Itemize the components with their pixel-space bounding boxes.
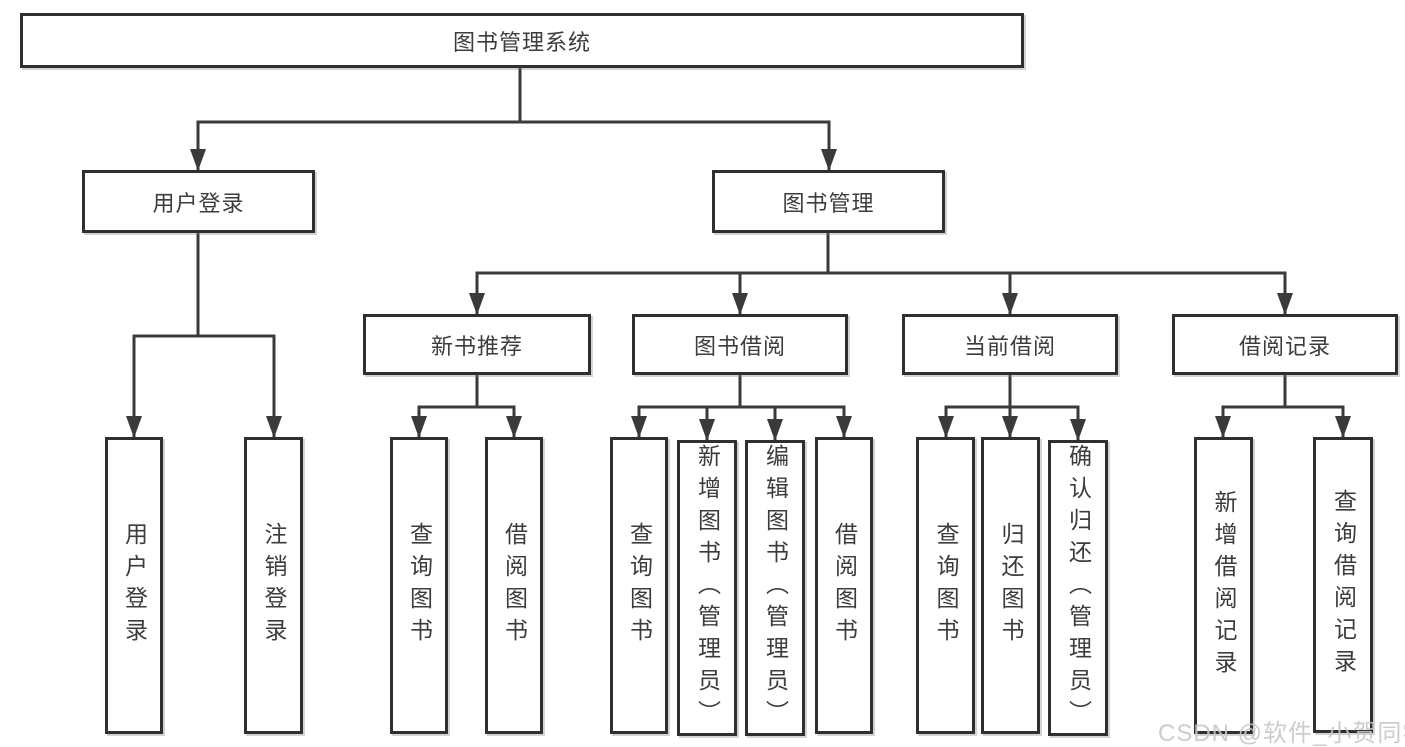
node-book-management: 图书管理	[712, 170, 945, 233]
node-current-borrow: 当前借阅	[902, 314, 1118, 375]
leaf-borrow-query-books: 查询图书	[610, 437, 668, 734]
leaf-recommend-query-books: 查询图书	[390, 437, 448, 734]
node-label: 注销登录	[261, 521, 287, 650]
node-label: 新增图书（管理员）	[694, 444, 721, 732]
node-label: 用户登录	[152, 190, 245, 216]
leaf-add-borrow-record: 新增借阅记录	[1194, 437, 1253, 734]
leaf-return-books: 归还图书	[981, 437, 1040, 734]
node-label: 查询图书	[626, 521, 653, 650]
node-label: 查询图书	[406, 521, 433, 650]
node-label: 新书推荐	[430, 333, 523, 359]
leaf-confirm-return-admin: 确认归还（管理员）	[1048, 440, 1108, 736]
leaf-logout: 注销登录	[244, 437, 303, 734]
node-label: 图书管理系统	[452, 29, 591, 55]
leaf-recommend-borrow-books: 借阅图书	[485, 437, 543, 734]
node-label: 新增借阅记录	[1211, 489, 1237, 682]
node-label: 借阅记录	[1238, 333, 1331, 359]
node-label: 图书借阅	[693, 333, 786, 359]
node-root-library-system: 图书管理系统	[20, 13, 1024, 68]
leaf-current-query-books: 查询图书	[916, 437, 975, 734]
node-label: 借阅图书	[831, 521, 858, 650]
node-label: 归还图书	[998, 521, 1024, 650]
node-new-book-recommend: 新书推荐	[363, 314, 591, 375]
leaf-add-books-admin: 新增图书（管理员）	[677, 440, 737, 736]
node-user-login: 用户登录	[82, 170, 315, 233]
leaf-edit-books-admin: 编辑图书（管理员）	[745, 440, 805, 736]
node-label: 当前借阅	[963, 333, 1056, 359]
node-label: 查询借阅记录	[1330, 489, 1357, 681]
node-label: 编辑图书（管理员）	[762, 444, 789, 732]
leaf-borrow-books: 借阅图书	[815, 437, 873, 734]
leaf-query-borrow-record: 查询借阅记录	[1313, 437, 1373, 733]
leaf-user-login: 用户登录	[105, 437, 163, 734]
node-label: 图书管理	[782, 190, 875, 216]
node-book-borrow: 图书借阅	[632, 314, 848, 375]
node-label: 查询图书	[933, 521, 959, 650]
node-borrow-records: 借阅记录	[1172, 314, 1398, 375]
node-label: 借阅图书	[501, 521, 528, 650]
watermark: CSDN @软件_小贺同学	[1158, 720, 1405, 747]
node-label: 确认归还（管理员）	[1065, 444, 1092, 732]
node-label: 用户登录	[121, 521, 148, 650]
